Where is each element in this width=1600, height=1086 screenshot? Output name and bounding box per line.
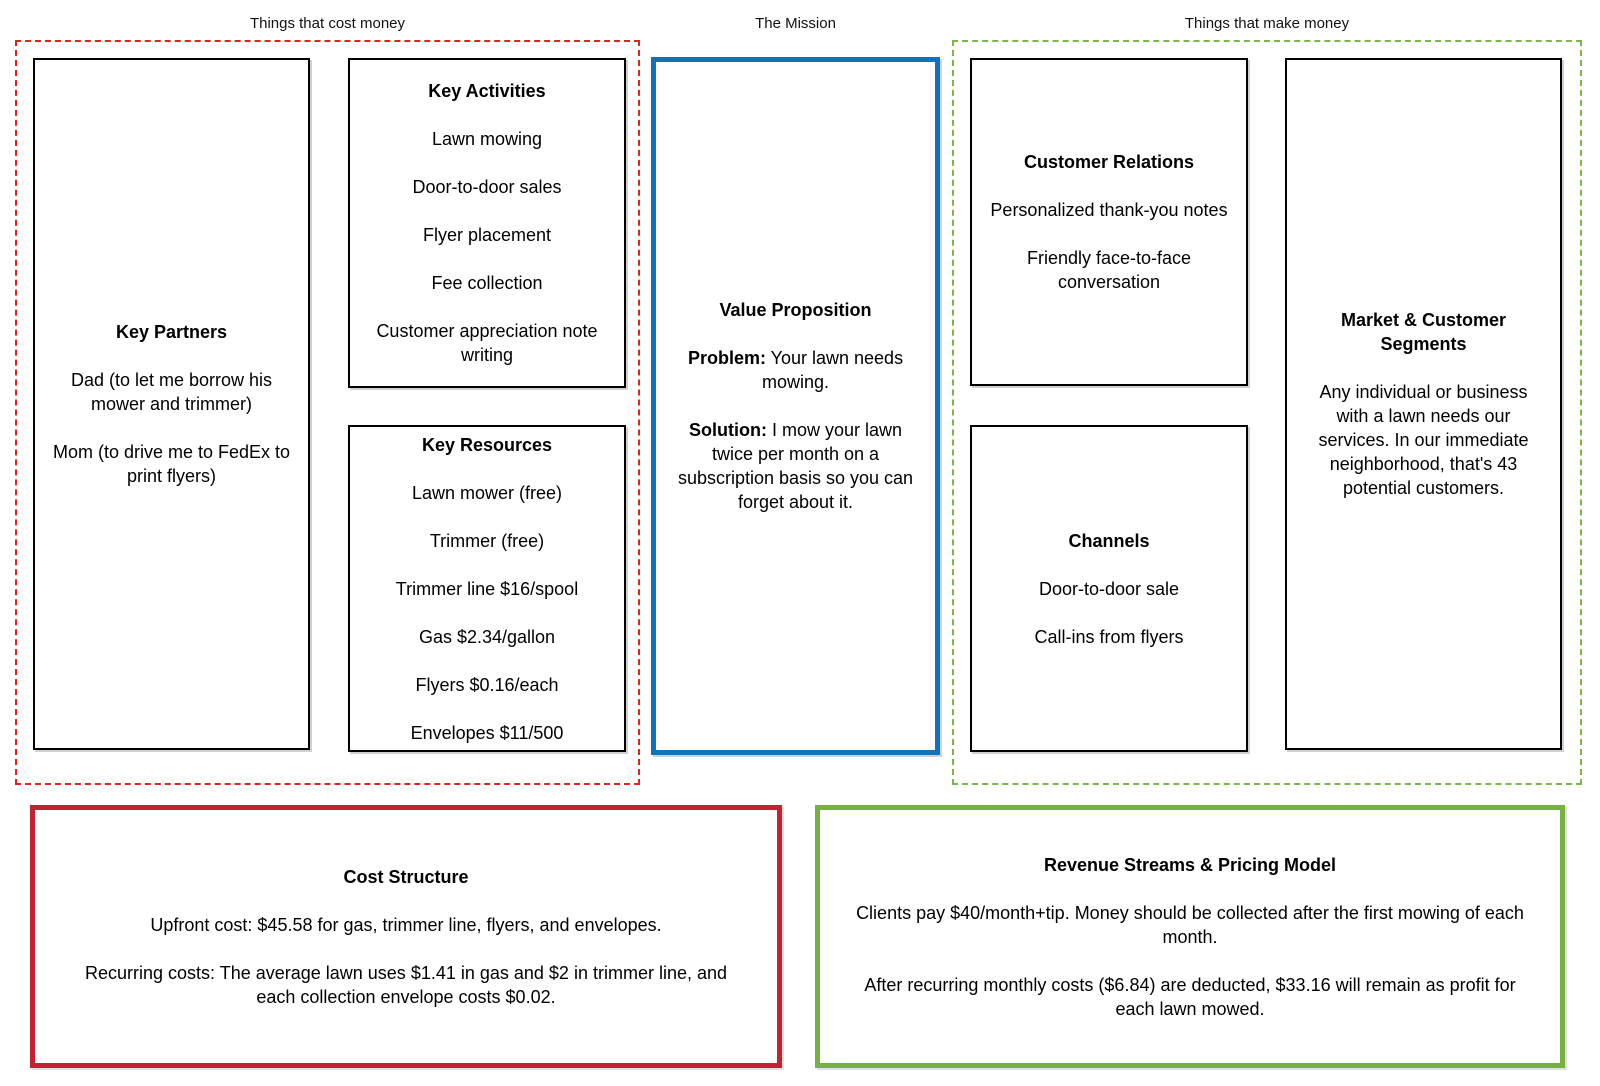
key-activities-box: Key Activities Lawn mowing Door-to-door …: [348, 58, 626, 388]
box-item: Solution: I mow your lawn twice per mont…: [668, 418, 923, 514]
box-item: Door-to-door sale: [1038, 578, 1180, 599]
section-label-mission: The Mission: [755, 15, 836, 32]
box-item: Trimmer line $16/spool: [395, 578, 579, 599]
box-item: Problem: Your lawn needs mowing.: [668, 346, 923, 394]
box-title: Key Activities: [428, 81, 546, 101]
box-item: Personalized thank-you notes: [990, 200, 1228, 220]
solution-text: I mow your lawn twice per month on a sub…: [677, 420, 914, 512]
box-title: Revenue Streams & Pricing Model: [1043, 854, 1337, 875]
box-item: Fee collection: [431, 273, 543, 293]
box-title: Customer Relations: [1023, 152, 1195, 172]
box-item: Any individual or business with a lawn n…: [1318, 382, 1529, 498]
box-title: Key Partners: [115, 322, 228, 342]
box-item: Dad (to let me borrow his mower and trim…: [70, 370, 273, 414]
box-item: Lawn mower (free): [411, 482, 563, 503]
box-item: Customer appreciation note writing: [376, 321, 598, 365]
customer-relations-box: Customer Relations Personalized thank-yo…: [970, 58, 1248, 386]
problem-text: Your lawn needs mowing.: [761, 348, 904, 392]
box-item: Flyer placement: [422, 225, 552, 245]
box-item: Flyers $0.16/each: [415, 674, 559, 695]
box-item: Clients pay $40/month+tip. Money should …: [856, 902, 1524, 947]
box-title: Cost Structure: [343, 866, 469, 887]
box-item: Upfront cost: $45.58 for gas, trimmer li…: [150, 914, 662, 935]
cost-structure-box: Cost Structure Upfront cost: $45.58 for …: [30, 805, 782, 1068]
section-label-make-money: Things that make money: [1184, 15, 1350, 32]
box-item: Envelopes $11/500: [410, 722, 564, 743]
box-item: Recurring costs: The average lawn uses $…: [84, 962, 727, 1007]
box-item: Gas $2.34/gallon: [418, 626, 556, 647]
box-item: Mom (to drive me to FedEx to print flyer…: [52, 442, 291, 486]
make-money-group-border: [952, 40, 1582, 785]
key-resources-box: Key Resources Lawn mower (free) Trimmer …: [348, 425, 626, 752]
section-label-cost-money: Things that cost money: [249, 15, 406, 32]
box-title: Channels: [1068, 530, 1150, 551]
value-proposition-box: Value Proposition Problem: Your lawn nee…: [651, 57, 940, 755]
box-title: Value Proposition: [719, 300, 872, 320]
solution-label: Solution:: [688, 420, 767, 440]
box-item: Friendly face-to-face conversation: [1026, 248, 1192, 292]
channels-box: Channels Door-to-door sale Call-ins from…: [970, 425, 1248, 752]
cost-money-group-border: [15, 40, 640, 785]
box-title: Key Resources: [421, 434, 553, 455]
problem-label: Problem:: [687, 348, 766, 368]
box-item: Trimmer (free): [429, 530, 545, 551]
key-partners-box: Key Partners Dad (to let me borrow his m…: [33, 58, 310, 750]
box-item: After recurring monthly costs ($6.84) ar…: [864, 974, 1516, 1019]
box-item: Door-to-door sales: [412, 177, 562, 197]
box-item: Lawn mowing: [431, 129, 543, 149]
revenue-streams-box: Revenue Streams & Pricing Model Clients …: [815, 805, 1565, 1068]
market-customer-segments-box: Market & Customer Segments Any individua…: [1285, 58, 1562, 750]
box-item: Call-ins from flyers: [1034, 626, 1184, 647]
box-title: Market & Customer Segments: [1340, 310, 1507, 354]
